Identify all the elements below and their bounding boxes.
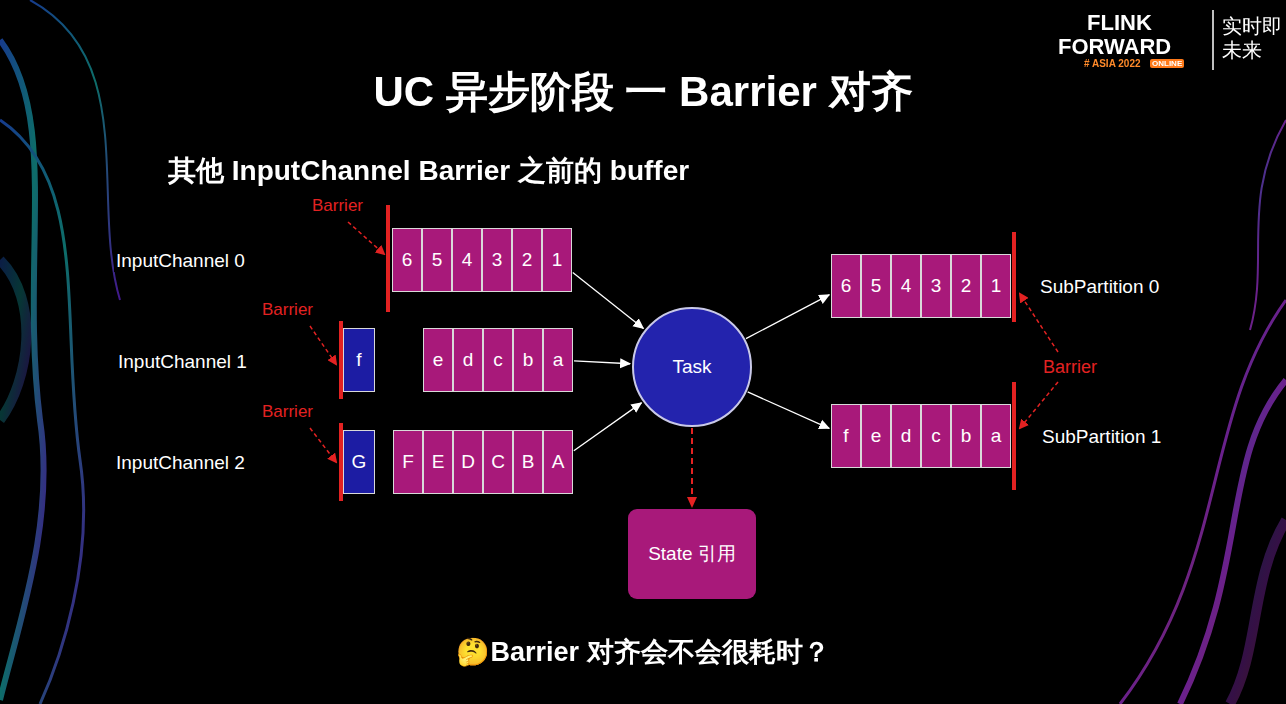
- cell-text: 4: [462, 249, 473, 271]
- cell-text: 1: [552, 249, 563, 271]
- buffer-cell: e: [423, 328, 453, 392]
- cell-text: A: [552, 451, 565, 473]
- buffer-cell: 4: [891, 254, 921, 318]
- cell-text: E: [432, 451, 445, 473]
- slide-title: UC 异步阶段 一 Barrier 对齐: [0, 64, 1286, 120]
- subtitle: 其他 InputChannel Barrier 之前的 buffer: [168, 152, 689, 190]
- logo-slogan: 实时即未来: [1222, 14, 1284, 62]
- data-arrow: [746, 295, 829, 339]
- state-box: State 引用: [628, 509, 756, 599]
- cell-text: 4: [901, 275, 912, 297]
- buffer-cell: 5: [422, 228, 452, 292]
- cell-text: C: [491, 451, 505, 473]
- logo-text: # ASIA 2022: [1084, 58, 1141, 69]
- buffer-cell: 5: [861, 254, 891, 318]
- cell-text: D: [461, 451, 475, 473]
- swirl-left: [0, 0, 120, 704]
- cell-text: 3: [492, 249, 503, 271]
- buffer-cell: d: [453, 328, 483, 392]
- buffer-cell: 2: [512, 228, 542, 292]
- barrier-label: Barrier: [310, 196, 365, 216]
- buffer-cell: G: [343, 430, 375, 494]
- cell-text: 2: [522, 249, 533, 271]
- logo-text: FLINK: [1087, 10, 1152, 36]
- buffer-cell: e: [861, 404, 891, 468]
- buffer-cell: 3: [921, 254, 951, 318]
- buffer-cell: 6: [831, 254, 861, 318]
- buffer-cell: d: [891, 404, 921, 468]
- buffer-cell: c: [483, 328, 513, 392]
- cell-text: a: [553, 349, 564, 371]
- cell-text: 3: [931, 275, 942, 297]
- buffer-cell: C: [483, 430, 513, 494]
- buffer-cell: c: [921, 404, 951, 468]
- cell-text: c: [931, 425, 941, 447]
- cell-text: b: [961, 425, 972, 447]
- data-arrow: [573, 273, 644, 329]
- cell-text: f: [843, 425, 848, 447]
- logo-divider: [1212, 10, 1214, 70]
- buffer-cell: b: [513, 328, 543, 392]
- cell-text: e: [871, 425, 882, 447]
- buffer-cell: E: [423, 430, 453, 494]
- buffer-cell: B: [513, 430, 543, 494]
- cell-text: 6: [402, 249, 413, 271]
- subpartition-label: SubPartition 1: [1040, 426, 1163, 448]
- buffer-cell: D: [453, 430, 483, 494]
- buffer-cell: 1: [542, 228, 572, 292]
- cell-text: c: [493, 349, 503, 371]
- task-circle: Task: [632, 307, 752, 427]
- buffer-cell: A: [543, 430, 573, 494]
- cell-text: d: [463, 349, 474, 371]
- cell-text: 6: [841, 275, 852, 297]
- cell-text: 1: [991, 275, 1002, 297]
- state-arrow: [691, 428, 693, 507]
- cell-text: b: [523, 349, 534, 371]
- buffer-cell: a: [981, 404, 1011, 468]
- data-arrow: [574, 361, 630, 364]
- barrier-label: Barrier: [260, 402, 315, 422]
- buffer-cell: f: [343, 328, 375, 392]
- buffer-cell: a: [543, 328, 573, 392]
- buffer-cell: 2: [951, 254, 981, 318]
- barrier-bars: [341, 205, 1014, 501]
- channel-label: InputChannel 2: [114, 452, 247, 474]
- data-arrow: [748, 392, 830, 429]
- barrier-label: Barrier: [1041, 357, 1099, 378]
- logo-text: FORWARD: [1058, 34, 1171, 60]
- subpartition-label: SubPartition 0: [1038, 276, 1161, 298]
- buffer-cell: 1: [981, 254, 1011, 318]
- data-arrow: [574, 403, 642, 451]
- cell-text: f: [356, 349, 361, 371]
- cell-text: d: [901, 425, 912, 447]
- buffer-cell: 6: [392, 228, 422, 292]
- barrier-label: Barrier: [260, 300, 315, 320]
- cell-text: 2: [961, 275, 972, 297]
- slide-caption: 🤔Barrier 对齐会不会很耗时？: [0, 634, 1286, 670]
- cell-text: e: [433, 349, 444, 371]
- node-text: Task: [672, 356, 711, 378]
- cell-text: F: [402, 451, 414, 473]
- cell-text: B: [522, 451, 535, 473]
- channel-label: InputChannel 1: [116, 351, 249, 373]
- cell-text: 5: [432, 249, 443, 271]
- cell-text: 5: [871, 275, 882, 297]
- buffer-cell: F: [393, 430, 423, 494]
- buffer-cell: 4: [452, 228, 482, 292]
- cell-text: a: [991, 425, 1002, 447]
- buffer-cell: b: [951, 404, 981, 468]
- logo-badge: ONLINE: [1150, 59, 1184, 68]
- node-text: State 引用: [648, 541, 736, 567]
- cell-text: G: [352, 451, 367, 473]
- buffer-cell: f: [831, 404, 861, 468]
- buffer-cell: 3: [482, 228, 512, 292]
- channel-label: InputChannel 0: [114, 250, 247, 272]
- swirl-right: [1120, 120, 1286, 704]
